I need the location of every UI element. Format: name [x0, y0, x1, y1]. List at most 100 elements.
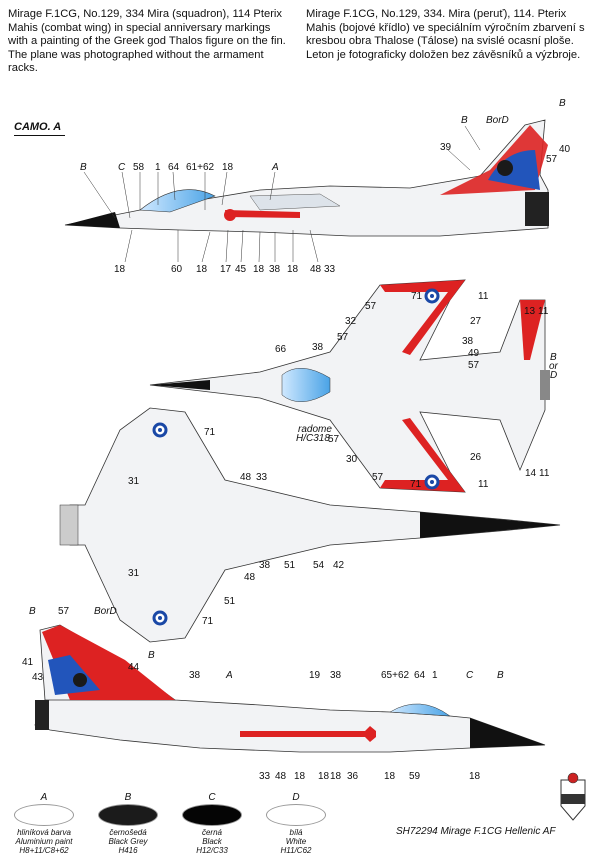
left-num: 64	[168, 162, 180, 173]
left-num: 57	[546, 154, 558, 165]
legend-key: C	[208, 792, 216, 803]
top-num: 32	[345, 316, 357, 327]
bottom-num: 51	[284, 560, 296, 571]
left-code-c: C	[118, 162, 126, 173]
left-num: 60	[171, 264, 183, 275]
bottom-num: 42	[333, 560, 345, 571]
right-side-view: B BorD B A C B 57 41 43 44 38 19 38 65+6…	[22, 606, 546, 782]
left-side-view: B C A B BorD B 58 1 64 61+62 18 39 57 40…	[64, 98, 571, 275]
right-num: 18	[469, 771, 481, 782]
right-num: 1	[432, 670, 438, 681]
left-num: 18	[287, 264, 299, 275]
bottom-num: 31	[128, 476, 140, 487]
legend-cz: černá	[201, 828, 222, 837]
left-num: 48	[310, 264, 322, 275]
left-num: 17	[220, 264, 232, 275]
bottom-num: 54	[313, 560, 325, 571]
right-num: 18	[384, 771, 396, 782]
bottom-num: 48	[244, 572, 256, 583]
right-code-a: A	[225, 670, 233, 681]
top-num: 66	[275, 344, 287, 355]
left-num: 33	[324, 264, 336, 275]
top-num: 27	[470, 316, 482, 327]
left-num: 1	[155, 162, 161, 173]
top-num: 57	[337, 332, 349, 343]
left-num: 39	[440, 142, 452, 153]
right-num: 48	[275, 771, 287, 782]
legend-swatch	[182, 804, 242, 826]
legend-item-b: B černošedá Black Grey H416	[88, 793, 168, 855]
right-num: 38	[330, 670, 342, 681]
legend-en: Black Grey	[108, 837, 148, 846]
legend-key: B	[124, 792, 132, 803]
top-num: 57	[468, 360, 480, 371]
left-code-b-tip: B	[559, 98, 566, 109]
legend-key: D	[292, 792, 300, 803]
left-num: 38	[269, 264, 281, 275]
left-code-a: A	[271, 162, 279, 173]
right-num: 41	[22, 657, 34, 668]
right-num: 18	[330, 771, 342, 782]
top-num: 11	[538, 306, 549, 317]
camo-label: CAMO. A	[14, 121, 66, 136]
legend-en: White	[285, 837, 307, 846]
top-num: 26	[470, 452, 482, 463]
legend-swatch	[266, 804, 326, 826]
legend-item-d: D bílá White H11/C62	[256, 793, 336, 855]
right-num: 65+62	[381, 670, 410, 681]
legend-en: Black	[202, 837, 222, 846]
legend-code: H416	[118, 846, 138, 855]
right-code-c: C	[466, 670, 474, 681]
top-num: 11	[478, 291, 489, 302]
top-num: 57	[365, 301, 377, 312]
legend-cz: bílá	[289, 828, 303, 837]
bottom-num: 38	[259, 560, 271, 571]
bottom-num: 51	[224, 596, 236, 607]
left-num: 45	[235, 264, 247, 275]
left-num: 18	[196, 264, 208, 275]
right-code-b: B	[148, 650, 155, 661]
right-num: 38	[189, 670, 201, 681]
header-czech: Mirage F.1CG, No.129, 334. Mira (peruť),…	[306, 8, 585, 61]
right-num: 64	[414, 670, 426, 681]
right-num: 57	[58, 606, 70, 617]
top-view: 71 11 57 32 27 66 38 38 49 57 57 13 11 B…	[149, 279, 559, 493]
top-code: or	[549, 361, 559, 372]
top-num: 38	[462, 336, 474, 347]
right-num: 43	[32, 672, 44, 683]
legend-code: H11/C62	[280, 846, 312, 855]
legend-code: H8+11/C8+62	[19, 846, 69, 855]
bottom-num: 31	[128, 568, 140, 579]
bottom-num: 48	[240, 472, 252, 483]
bottom-num: 33	[256, 472, 268, 483]
right-num: 33	[259, 771, 271, 782]
left-num: 58	[133, 162, 145, 173]
top-num: 30	[346, 454, 358, 465]
right-num: 36	[347, 771, 359, 782]
left-num: 40	[559, 144, 571, 155]
left-num: 18	[253, 264, 265, 275]
footer-caption: SH72294 Mirage F.1CG Hellenic AF	[396, 826, 556, 837]
left-num: 61+62	[186, 162, 215, 173]
right-code-bord: BorD	[94, 606, 117, 617]
left-code-b: B	[80, 162, 87, 173]
right-num: 44	[128, 662, 140, 673]
top-num: 71	[411, 291, 423, 302]
top-num: 49	[468, 348, 480, 359]
legend-key: A	[40, 792, 48, 803]
top-num: 11	[478, 479, 489, 490]
legend-swatch	[14, 804, 74, 826]
left-num: 18	[114, 264, 126, 275]
left-num: 18	[222, 162, 234, 173]
legend-code: H12/C33	[196, 846, 228, 855]
top-num: 38	[312, 342, 324, 353]
left-code-bord: BorD	[486, 115, 509, 126]
legend-item-a: A hliníková barva Aluminium paint H8+11/…	[4, 793, 84, 855]
legend-swatch	[98, 804, 158, 826]
header-english: Mirage F.1CG, No.129, 334 Mira (squadron…	[8, 8, 286, 75]
legend-item-c: C černá Black H12/C33	[172, 793, 252, 855]
left-code-b-fin: B	[461, 115, 468, 126]
top-num: 57	[372, 472, 384, 483]
right-num: 59	[409, 771, 421, 782]
